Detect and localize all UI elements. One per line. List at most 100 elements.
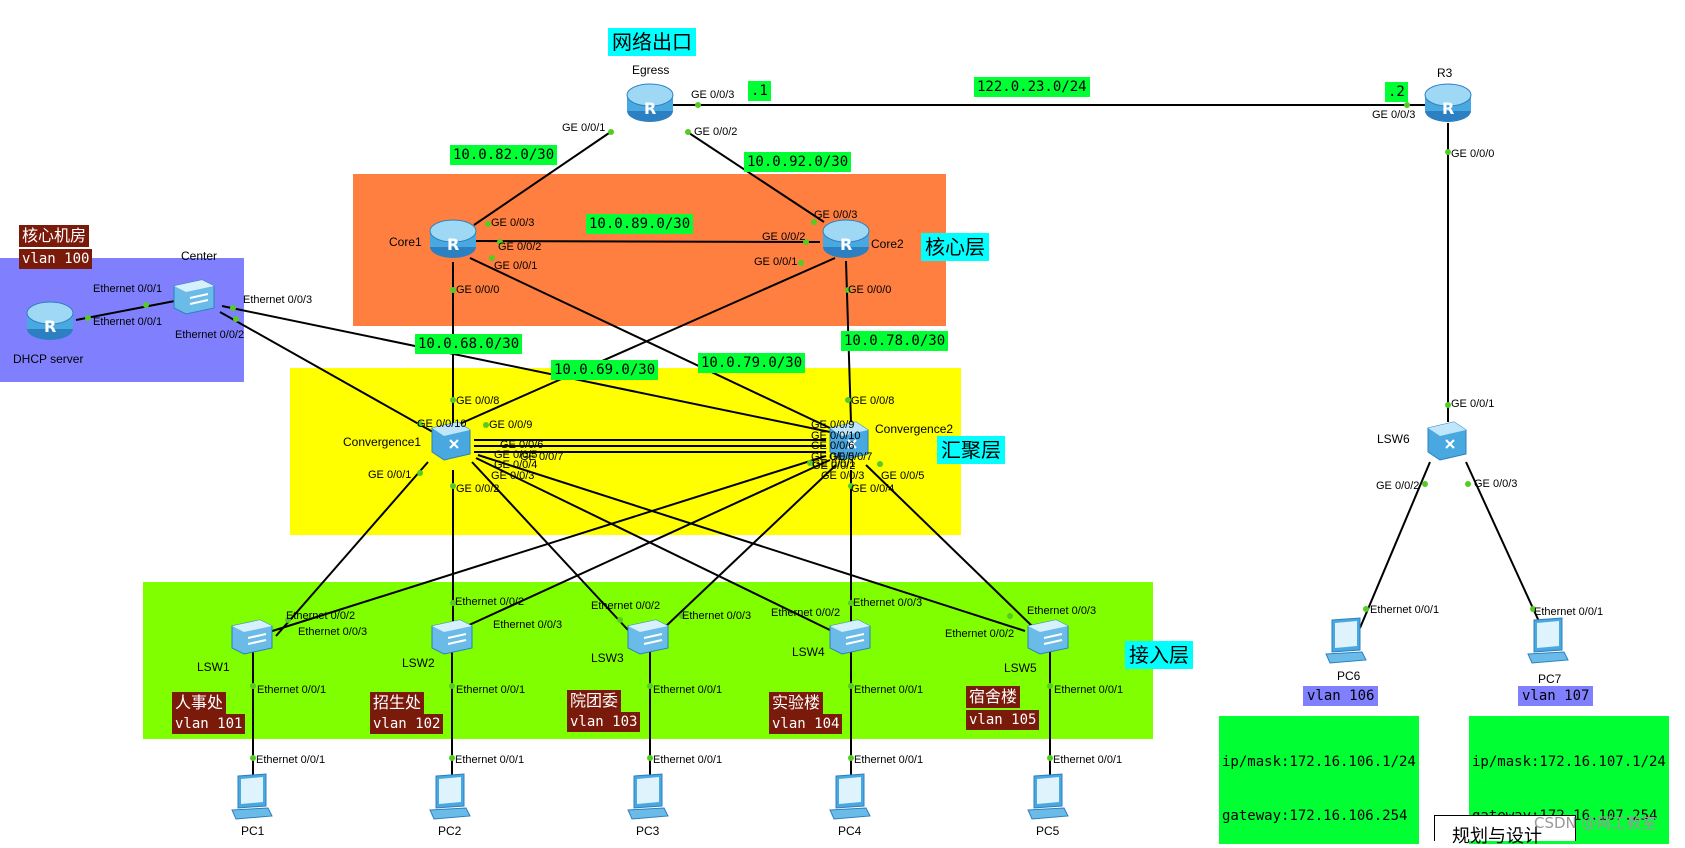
port-label: GE 0/0/0	[1451, 148, 1495, 160]
dept-4-vlan: vlan 104	[769, 714, 843, 734]
pc5-label: PC5	[1036, 824, 1060, 838]
link-lsw6-pc7	[1465, 461, 1543, 629]
link-conv2-lsw2	[455, 459, 831, 632]
dept-5-name: 宿舍楼	[966, 686, 1021, 708]
pc2-label: PC2	[438, 824, 462, 838]
link-conv1-lsw4	[475, 457, 835, 633]
dhcp-server-router-icon[interactable]: R	[24, 298, 80, 344]
port-label: Ethernet 0/0/1	[1053, 754, 1123, 766]
pc6-label: PC6	[1337, 669, 1361, 683]
port-label: GE 0/0/8	[456, 395, 500, 407]
link-dhcp-center	[75, 299, 181, 321]
conv2-label: Convergence2	[875, 422, 954, 436]
lsw1-switch-icon[interactable]	[230, 616, 276, 658]
center-switch-icon[interactable]	[172, 276, 218, 318]
pc1-icon[interactable]	[226, 772, 276, 822]
pc5-icon[interactable]	[1022, 772, 1072, 822]
pc3-label: PC3	[636, 824, 660, 838]
port-label: Ethernet 0/0/1	[456, 684, 526, 696]
pc4-icon[interactable]	[824, 772, 874, 822]
r3-router-icon[interactable]: R	[1422, 80, 1478, 126]
lsw5-switch-icon[interactable]	[1026, 616, 1072, 658]
port-label: Ethernet 0/0/1	[257, 684, 327, 696]
lsw5-label: LSW5	[1004, 661, 1037, 675]
port-label: GE 0/0/3	[1372, 109, 1416, 121]
port-label: Ethernet 0/0/1	[653, 684, 723, 696]
lsw2-label: LSW2	[402, 656, 435, 670]
port-label: GE 0/0/8	[851, 395, 895, 407]
port-label: GE 0/0/5	[811, 451, 855, 463]
pc6-gateway: gateway:172.16.106.254	[1222, 808, 1408, 824]
dept-2-name: 招生处	[370, 692, 425, 714]
lsw3-label: LSW3	[591, 651, 624, 665]
subnet-core1-conv1: 10.0.68.0/30	[415, 334, 523, 354]
pc7-icon[interactable]	[1522, 616, 1572, 666]
svg-text:R: R	[44, 317, 56, 336]
core2-router-icon[interactable]: R	[820, 216, 876, 262]
r3-label: R3	[1437, 66, 1453, 80]
link-conv2-lsw5	[865, 464, 1033, 627]
lsw1-label: LSW1	[197, 660, 230, 674]
pc6-icon[interactable]	[1320, 616, 1370, 666]
port-label: GE 0/0/6	[811, 440, 855, 452]
port-label: GE 0/0/1	[562, 122, 606, 134]
link-core2-conv1	[454, 257, 836, 427]
lsw3-switch-icon[interactable]	[626, 616, 672, 658]
port-label: Ethernet 0/0/2	[591, 600, 661, 612]
port-label: GE 0/0/3	[814, 209, 858, 221]
convergence2-switch-icon[interactable]	[826, 418, 872, 462]
port-label: Ethernet 0/0/2	[286, 610, 356, 622]
lsw4-label: LSW4	[792, 645, 825, 659]
pc4-label: PC4	[838, 824, 862, 838]
lsw6-switch-icon[interactable]	[1424, 418, 1470, 462]
convergence1-switch-icon[interactable]	[428, 418, 474, 462]
access-zone-title: 接入层	[1125, 641, 1193, 669]
link-conv2-lsw3	[663, 464, 837, 629]
port-label: GE 0/0/1	[1451, 398, 1495, 410]
port-label: GE 0/0/6	[500, 439, 544, 451]
pc6-ip-box: ip/mask:172.16.106.1/24 gateway:172.16.1…	[1219, 716, 1419, 844]
port-label: GE 0/0/1	[494, 260, 538, 272]
port-label: GE 0/0/2	[456, 483, 500, 495]
port-label: Ethernet 0/0/1	[1370, 604, 1440, 616]
core1-router-icon[interactable]: R	[427, 216, 483, 262]
dept-1-vlan: vlan 101	[172, 714, 246, 734]
port-label: GE 0/0/4	[494, 459, 538, 471]
dept-3-vlan: vlan 103	[567, 712, 641, 732]
subnet-core2-conv1: 10.0.69.0/30	[551, 360, 659, 380]
port-label: GE 0/0/3	[1474, 478, 1518, 490]
subnet-core1-core2: 10.0.89.0/30	[586, 214, 694, 234]
dept-2-vlan: vlan 102	[370, 714, 444, 734]
port-label: GE 0/0/2	[498, 241, 542, 253]
pc7-ip: ip/mask:172.16.107.1/24	[1472, 754, 1666, 770]
port-label: GE 0/0/2	[694, 126, 738, 138]
port-label: Ethernet 0/0/2	[175, 329, 245, 341]
port-label: Ethernet 0/0/2	[771, 607, 841, 619]
svg-text:R: R	[840, 235, 852, 254]
pc1-label: PC1	[241, 824, 265, 838]
conv1-label: Convergence1	[343, 435, 422, 449]
lsw2-switch-icon[interactable]	[430, 616, 476, 658]
port-label: GE 0/0/10	[417, 418, 467, 430]
link-center-conv2	[221, 305, 831, 433]
port-label: GE 0/0/3	[691, 89, 735, 101]
port-label: GE 0/0/7	[829, 451, 873, 463]
pc6-vlan: vlan 106	[1303, 686, 1379, 706]
port-label: Ethernet 0/0/1	[1054, 684, 1124, 696]
link-center-conv1	[219, 311, 441, 437]
pc3-icon[interactable]	[622, 772, 672, 822]
dept-3-name: 院团委	[567, 690, 622, 712]
link-conv1-lsw1	[275, 461, 429, 637]
egress-zone-title: 网络出口	[608, 28, 696, 56]
pc2-icon[interactable]	[424, 772, 474, 822]
center-label: Center	[181, 249, 218, 263]
svg-text:R: R	[1442, 99, 1454, 118]
core1-label: Core1	[389, 235, 422, 249]
pc7-vlan: vlan 107	[1518, 686, 1594, 706]
egress-router-icon[interactable]: R	[624, 80, 680, 126]
port-label: GE 0/0/0	[848, 284, 892, 296]
port-label: Ethernet 0/0/1	[653, 754, 723, 766]
port-label: GE 0/0/5	[881, 470, 925, 482]
lsw4-switch-icon[interactable]	[828, 616, 874, 658]
port-label: GE 0/0/10	[811, 430, 861, 442]
